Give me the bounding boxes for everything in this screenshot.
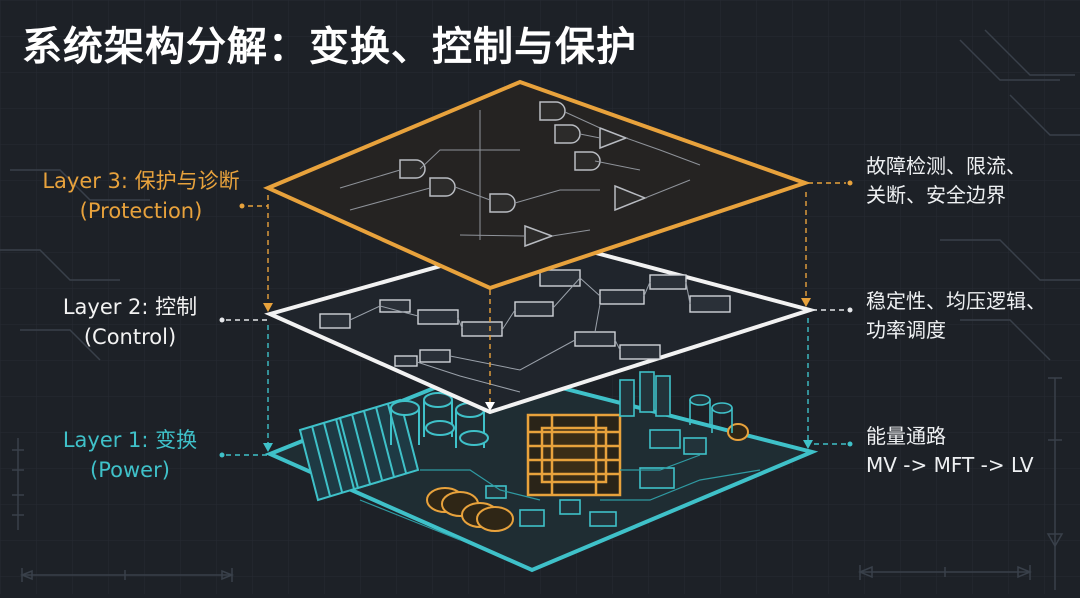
page-title: 系统架构分解：变换、控制与保护 xyxy=(22,24,637,70)
protection-layer xyxy=(262,79,812,291)
power-traces xyxy=(359,454,761,541)
small-components xyxy=(485,371,733,527)
layer-1-description: 能量通路 MV -> MFT -> LV xyxy=(866,422,1034,480)
power-layer xyxy=(264,365,819,573)
layer-2-desc-line-2: 功率调度 xyxy=(866,318,946,342)
layer-3-label: Layer 3: 保护与诊断 (Protection) xyxy=(8,166,274,226)
layer-1-name: Layer 1: 变换 xyxy=(62,428,198,452)
control-wires xyxy=(349,277,691,393)
layer-1-desc-line-2: MV -> MFT -> LV xyxy=(866,453,1034,477)
layer-3-sub: (Protection) xyxy=(79,199,203,223)
transformer-mft xyxy=(526,413,622,497)
layer-3-description: 故障检测、限流、 关断、安全边界 xyxy=(866,152,1026,210)
control-blocks xyxy=(319,269,731,367)
layer-3-desc-line-2: 关断、安全边界 xyxy=(866,183,1006,207)
connectors xyxy=(219,180,853,458)
layer-2-description: 稳定性、均压逻辑、 功率调度 xyxy=(866,287,1046,345)
protection-plane xyxy=(262,79,812,291)
protection-wires xyxy=(339,110,701,240)
background-traces xyxy=(0,29,1080,590)
logic-gates xyxy=(399,101,648,248)
inductor-coils xyxy=(426,423,749,532)
layer-2-name: Layer 2: 控制 xyxy=(62,295,198,319)
layer-1-desc-line-1: 能量通路 xyxy=(866,424,946,448)
layer-1-label: Layer 1: 变换 (Power) xyxy=(40,425,220,485)
layer-2-sub: (Control) xyxy=(83,325,177,349)
layer-3-desc-line-1: 故障检测、限流、 xyxy=(866,154,1026,178)
control-layer xyxy=(264,235,818,415)
layer-1-sub: (Power) xyxy=(90,458,170,482)
layer-3-name: Layer 3: 保护与诊断 xyxy=(42,169,240,193)
layer-2-desc-line-1: 稳定性、均压逻辑、 xyxy=(866,289,1046,313)
layer-2-label: Layer 2: 控制 (Control) xyxy=(38,292,222,352)
